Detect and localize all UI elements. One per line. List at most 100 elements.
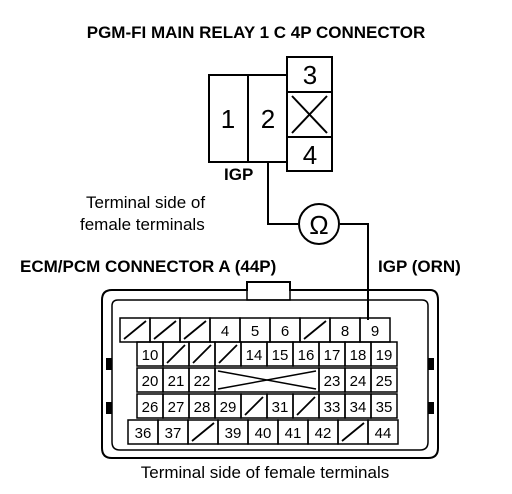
ecm-pin-label: 6	[281, 323, 289, 340]
unused-terminal-slash	[153, 320, 177, 340]
meter-note-line1: Terminal side of	[86, 193, 205, 212]
ecm-terminal: 15	[266, 341, 294, 367]
ecm-pin-label: 28	[194, 399, 211, 416]
unused-terminal-slash	[192, 344, 212, 364]
ecm-pin-label: 4	[221, 323, 229, 340]
ecm-probe-label: IGP (ORN)	[378, 257, 461, 276]
ecm-pin-label: 29	[220, 399, 237, 416]
ecm-terminal: 42	[307, 419, 339, 445]
ecm-terminal: 14	[240, 341, 268, 367]
ecm-terminal-unused	[214, 341, 242, 367]
ecm-pin-label: 39	[225, 425, 242, 442]
ecm-pin-label: 26	[142, 399, 159, 416]
ecm-terminal: 39	[217, 419, 249, 445]
ecm-terminal-unused	[337, 419, 369, 445]
ecm-terminal: 24	[344, 367, 372, 393]
ecm-terminal: 9	[359, 317, 391, 343]
ecm-terminal: 40	[247, 419, 279, 445]
ecm-pin-label: 25	[376, 373, 393, 390]
ecm-pin-label: 18	[350, 347, 367, 364]
unused-terminal-slash	[183, 320, 207, 340]
ohmmeter-circle	[298, 203, 340, 245]
ecm-pin-label: 41	[285, 425, 302, 442]
relay-pin-1: 1	[221, 104, 235, 134]
ecm-footer-note: Terminal side of female terminals	[141, 463, 389, 482]
unused-terminal-slash	[123, 320, 147, 340]
unused-terminal-slash	[303, 320, 327, 340]
ecm-pin-label: 20	[142, 373, 159, 390]
ecm-pin-label: 31	[272, 399, 289, 416]
unused-terminal-slash	[244, 396, 264, 416]
relay-connector: 1 2 3 4	[208, 56, 333, 172]
ecm-terminal-unused	[119, 317, 151, 343]
unused-terminal-slash	[296, 396, 316, 416]
ecm-pin-label: 36	[135, 425, 152, 442]
ecm-terminal: 22	[188, 367, 216, 393]
ecm-pin-label: 35	[376, 399, 393, 416]
unused-terminal-slash	[218, 344, 238, 364]
ohmmeter: Ω	[298, 203, 340, 245]
ecm-terminal: 23	[318, 367, 346, 393]
ecm-pin-label: 22	[194, 373, 211, 390]
ecm-pin-label: 44	[375, 425, 392, 442]
ecm-terminal: 26	[136, 393, 164, 419]
ecm-terminal-unused	[292, 393, 320, 419]
ecm-terminal: 4	[209, 317, 241, 343]
ecm-terminal: 27	[162, 393, 190, 419]
ecm-pin-label: 16	[298, 347, 315, 364]
ecm-connector-title: ECM/PCM CONNECTOR A (44P)	[20, 257, 276, 276]
ecm-terminal: 17	[318, 341, 346, 367]
ecm-terminal-unused	[187, 419, 219, 445]
ecm-pin-label: 33	[324, 399, 341, 416]
ecm-pin-label: 9	[371, 323, 379, 340]
ecm-pin-label: 10	[142, 347, 159, 364]
ecm-terminal: 31	[266, 393, 294, 419]
meter-note-line2: female terminals	[80, 215, 205, 234]
ecm-terminal: 29	[214, 393, 242, 419]
ecm-terminal: 37	[157, 419, 189, 445]
ecm-terminal-unused	[299, 317, 331, 343]
ecm-terminal: 18	[344, 341, 372, 367]
relay-connector-title: PGM-FI MAIN RELAY 1 C 4P CONNECTOR	[87, 23, 425, 42]
ecm-terminal: 5	[239, 317, 271, 343]
ecm-terminal-unused	[149, 317, 181, 343]
relay-side-block	[286, 56, 333, 172]
ecm-terminal: 6	[269, 317, 301, 343]
ecm-pin-label: 24	[350, 373, 367, 390]
ecm-pin-label: 19	[376, 347, 393, 364]
ohm-symbol: Ω	[309, 210, 328, 240]
ecm-pin-label: 34	[350, 399, 367, 416]
unused-terminal-slash	[166, 344, 186, 364]
ecm-pin-label: 37	[165, 425, 182, 442]
ecm-terminal: 8	[329, 317, 361, 343]
relay-pin-3: 3	[303, 60, 317, 90]
relay-pin-4: 4	[303, 140, 317, 170]
relay-probe-label: IGP	[224, 165, 253, 184]
ecm-terminal: 10	[136, 341, 164, 367]
ecm-pin-label: 42	[315, 425, 332, 442]
ecm-terminal: 19	[370, 341, 398, 367]
ecm-terminal: 36	[127, 419, 159, 445]
ecm-pin-label: 15	[272, 347, 289, 364]
unused-terminal-slash	[341, 422, 365, 442]
ecm-terminal: 28	[188, 393, 216, 419]
unused-terminal-slash	[191, 422, 215, 442]
ecm-pin-label: 8	[341, 323, 349, 340]
ecm-pin-label: 40	[255, 425, 272, 442]
ecm-pin-label: 21	[168, 373, 185, 390]
ecm-pin-label: 17	[324, 347, 341, 364]
ecm-pin-label: 14	[246, 347, 263, 364]
ecm-terminal: 21	[162, 367, 190, 393]
ecm-terminal: 41	[277, 419, 309, 445]
ecm-pin-label: 5	[251, 323, 259, 340]
ecm-terminal-unused	[188, 341, 216, 367]
ecm-terminal: 33	[318, 393, 346, 419]
ecm-terminal: 44	[367, 419, 399, 445]
blank-plug-cross	[214, 367, 320, 393]
relay-pin-2: 2	[261, 104, 275, 134]
ecm-terminal: 34	[344, 393, 372, 419]
ecm-terminal: 25	[370, 367, 398, 393]
